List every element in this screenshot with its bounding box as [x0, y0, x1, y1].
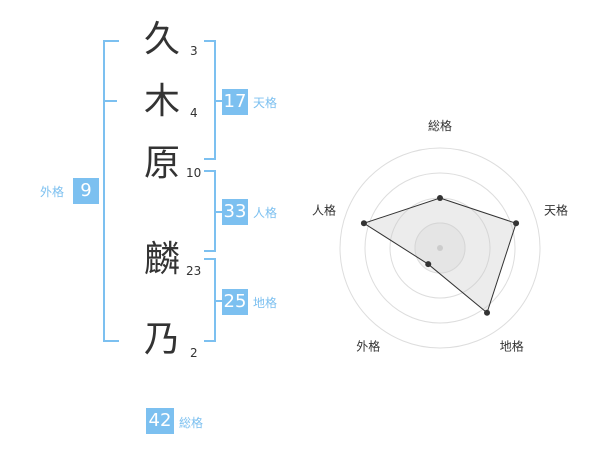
name-char-2: 木 — [143, 81, 180, 122]
radar-ring-4 — [339, 147, 541, 349]
tenkaku-badge: 17 — [222, 89, 248, 115]
radar-point-0 — [437, 195, 443, 201]
name-char-3: 原 — [143, 143, 180, 184]
stroke-count-2: 4 — [190, 106, 198, 120]
radar-center-dot — [437, 245, 443, 251]
soukaku-badge: 42 — [146, 408, 174, 434]
gaikaku-label: 外格 — [40, 185, 65, 199]
stroke-count-3: 10 — [186, 166, 202, 180]
name-char-1: 久 — [143, 19, 180, 60]
name-char-4: 麟 — [143, 239, 180, 280]
stroke-count-5: 2 — [190, 346, 198, 360]
stroke-count-1: 3 — [190, 44, 198, 58]
radar-axis-label-1: 天格 — [544, 202, 568, 217]
radar-polygon — [362, 197, 517, 314]
stroke-count-4: 23 — [186, 264, 202, 278]
gaikaku-badge: 9 — [73, 178, 99, 204]
radar-ring-3 — [364, 172, 516, 324]
radar-axis-label-4: 人格 — [312, 202, 336, 217]
radar-point-1 — [513, 220, 520, 227]
bracket-tick-left-mid — [105, 100, 117, 102]
name-char-5: 乃 — [143, 319, 180, 360]
radar-point-2 — [484, 309, 491, 316]
chikaku-label: 地格 — [253, 296, 278, 310]
radar-axis-label-2: 地格 — [500, 339, 524, 354]
gaikaku-bracket — [103, 40, 119, 342]
tenkaku-label: 天格 — [253, 96, 278, 110]
soukaku-label: 総格 — [179, 416, 204, 430]
radar-point-4 — [360, 220, 367, 227]
chikaku-badge: 25 — [222, 289, 248, 315]
radar-axis-label-3: 外格 — [356, 339, 380, 354]
jinkaku-connector — [214, 211, 222, 213]
tenkaku-connector — [214, 100, 222, 102]
jinkaku-badge: 33 — [222, 199, 248, 225]
chikaku-connector — [214, 300, 222, 302]
jinkaku-label: 人格 — [253, 206, 278, 220]
radar-point-3 — [425, 261, 432, 268]
radar-axis-label-0: 総格 — [428, 118, 452, 133]
